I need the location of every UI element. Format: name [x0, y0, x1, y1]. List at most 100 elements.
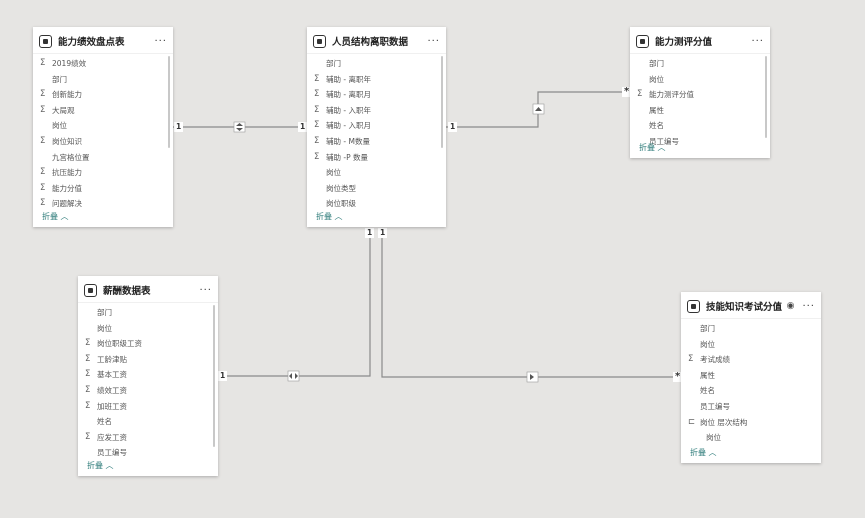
cardinality-badge: 1 [378, 228, 388, 238]
field-name: 部门 [326, 59, 341, 68]
more-options-button[interactable]: ··· [427, 35, 440, 47]
eye-icon[interactable]: ◉ [786, 301, 795, 311]
more-options-button[interactable]: ··· [751, 35, 764, 47]
field-name: 工龄津贴 [97, 354, 127, 364]
field-item[interactable]: 部门 [33, 72, 173, 88]
field-name: 岗位类型 [326, 183, 356, 193]
scrollbar[interactable] [441, 56, 443, 148]
sum-icon: Σ [40, 198, 46, 209]
field-item[interactable]: 部门 [630, 56, 770, 72]
more-options-button[interactable]: ··· [154, 35, 167, 47]
field-item[interactable]: 岗位 [681, 337, 821, 353]
table-header[interactable]: 能力测评分值 ··· [630, 29, 770, 54]
field-name: 属性 [649, 105, 664, 115]
cardinality-badge: 1 [365, 228, 375, 238]
field-item[interactable]: 岗位 [630, 72, 770, 88]
sum-icon: Σ [688, 354, 694, 365]
field-item[interactable]: 部门 [78, 305, 218, 321]
field-name: 应发工资 [97, 432, 127, 442]
field-item[interactable]: 员工编号 [681, 399, 821, 415]
field-item[interactable]: 岗位 [307, 165, 446, 181]
field-item[interactable]: 姓名 [78, 414, 218, 430]
cardinality-badge: 1 [218, 371, 228, 381]
scrollbar[interactable] [168, 56, 170, 148]
scrollbar[interactable] [213, 305, 215, 447]
field-name: 辅助 - 入职月 [326, 121, 371, 131]
field-item[interactable]: 岗位职级 [307, 196, 446, 212]
hierarchy-icon: ⊏ [688, 416, 696, 427]
table-header[interactable]: 能力绩效盘点表 ··· [33, 29, 173, 54]
table-header[interactable]: 技能知识考试分值 ◉ ··· [681, 294, 821, 319]
cardinality-badge: 1 [298, 122, 308, 132]
field-name: 部门 [700, 324, 715, 333]
more-options-button[interactable]: ··· [802, 300, 815, 312]
table-icon [687, 299, 700, 313]
field-item[interactable]: Σ 岗位职级工资 [78, 336, 218, 352]
collapse-button[interactable]: 折叠 ︿ [316, 212, 343, 221]
relationship-line [218, 233, 371, 377]
table-title: 能力绩效盘点表 [58, 37, 125, 48]
field-item[interactable]: Σ 考试成绩 [681, 352, 821, 368]
field-item[interactable]: 属性 [681, 368, 821, 384]
collapse-button[interactable]: 折叠 ︿ [42, 212, 69, 221]
field-name: 辅助 -P 数量 [326, 152, 368, 162]
field-name: 岗位职级 [326, 199, 356, 209]
sum-icon: Σ [314, 135, 320, 146]
scrollbar[interactable] [765, 56, 767, 138]
field-item[interactable]: 姓名 [630, 118, 770, 134]
field-item[interactable]: 属性 [630, 103, 770, 119]
field-item[interactable]: ⊏ 岗位 层次结构 [681, 415, 821, 431]
collapse-button[interactable]: 折叠 ︿ [639, 143, 666, 152]
field-item[interactable]: 岗位 [33, 118, 173, 134]
field-item[interactable]: 九宫格位置 [33, 150, 173, 166]
filter-direction-icons [233, 103, 545, 383]
field-item[interactable]: 员工编号 [630, 134, 770, 150]
field-name: 部门 [52, 74, 67, 84]
field-name: 2019绩效 [52, 59, 87, 68]
collapse-button[interactable]: 折叠 ︿ [87, 461, 114, 470]
field-name: 部门 [97, 308, 112, 317]
field-name: 岗位职级工资 [97, 339, 142, 349]
field-name: 岗位 层次结构 [700, 417, 748, 427]
table-header[interactable]: 人员结构离职数据 ··· [307, 29, 446, 54]
field-name: 绩效工资 [97, 385, 127, 395]
field-item[interactable]: 岗位 [681, 430, 821, 446]
sum-icon: Σ [85, 338, 91, 349]
field-name: 能力分值 [52, 183, 82, 193]
field-item[interactable]: 部门 [681, 321, 821, 337]
field-item[interactable]: 部门 [307, 56, 446, 72]
field-name: 岗位 [706, 433, 721, 443]
field-item[interactable]: 员工编号 [78, 445, 218, 461]
field-name: 考试成绩 [700, 355, 730, 365]
table-header[interactable]: 薪酬数据表 ··· [78, 278, 218, 303]
field-item[interactable]: 岗位 [78, 321, 218, 337]
collapse-button[interactable]: 折叠 ︿ [690, 448, 717, 457]
field-item[interactable]: 岗位类型 [307, 181, 446, 197]
field-item[interactable]: 姓名 [681, 383, 821, 399]
more-options-button[interactable]: ··· [199, 284, 212, 296]
